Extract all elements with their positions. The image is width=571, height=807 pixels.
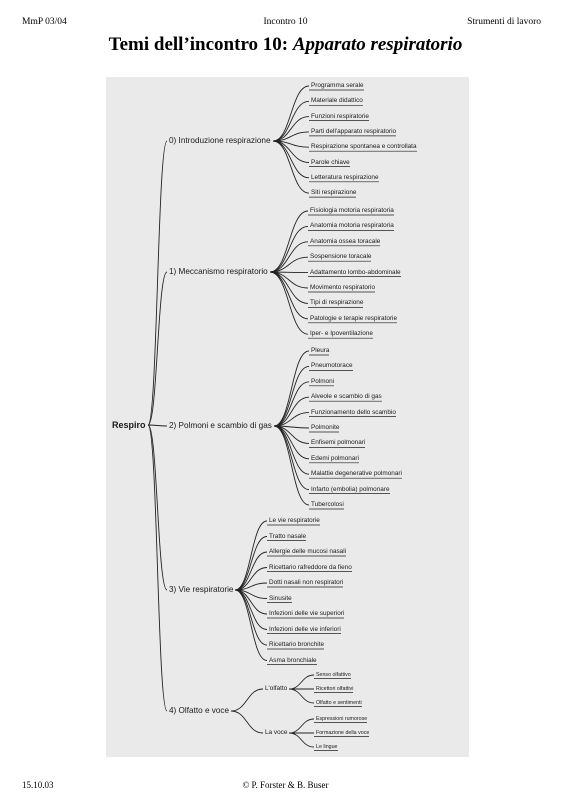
connector-sub-1-0 bbox=[288, 718, 315, 734]
connector-2-3 bbox=[273, 396, 310, 427]
topic-infezioni-delle-vie-inferiori: Infezioni delle vie inferiori bbox=[269, 625, 341, 633]
connector-root-branch-2 bbox=[147, 424, 168, 427]
topic-anatomia-ossea-toracale: Anatomia ossea toracale bbox=[310, 237, 381, 245]
topic-letteratura-respirazione: Letteratura respirazione bbox=[311, 173, 379, 181]
branch-0-introduzione-respirazione: 0) Introduzione respirazione bbox=[169, 136, 271, 145]
topic-programma-serale: Programma serale bbox=[311, 82, 364, 89]
topic-polmoni: Polmoni bbox=[311, 377, 335, 385]
connector-2-2 bbox=[273, 381, 310, 427]
topic-tipi-di-respirazione: Tipi di respirazione bbox=[310, 299, 364, 307]
topic-parole-chiave: Parole chiave bbox=[311, 158, 350, 166]
connector-sub-1-2 bbox=[288, 732, 315, 748]
branch-4-olfatto-e-voce: 4) Olfatto e voce bbox=[169, 706, 230, 715]
topic-pleura: Pleura bbox=[311, 347, 330, 354]
connector-1-0 bbox=[269, 210, 309, 273]
topic-tubercolosi: Tubercolosi bbox=[311, 501, 344, 508]
topic-anatomia-motoria-respiratoria: Anatomia motoria respiratoria bbox=[310, 222, 394, 230]
page-title: Temi dell’incontro 10: Apparato respirat… bbox=[0, 34, 571, 56]
topic-parti-dell-apparato-respiratorio: Parti dell'apparato respiratorio bbox=[311, 127, 397, 135]
footer-date: 15.10.03 bbox=[22, 780, 54, 790]
topic-pneumotorace: Pneumotorace bbox=[311, 362, 353, 370]
topic-edemi-polmonari: Edemi polmonari bbox=[311, 454, 359, 462]
connector-2-1 bbox=[273, 365, 310, 427]
connector-root-branch-1 bbox=[147, 271, 168, 426]
connector-3-2 bbox=[234, 551, 268, 591]
topic-olfatto-e-sentimenti: Olfatto e sentimenti bbox=[316, 699, 362, 706]
connector-3-9 bbox=[234, 589, 268, 661]
subtopic-la-voce: La voce bbox=[265, 729, 288, 736]
branch-2-polmoni-e-scambio-di-gas: 2) Polmoni e scambio di gas bbox=[169, 421, 272, 430]
connector-3-3 bbox=[234, 567, 268, 591]
subtopic-l-olfatto: L'olfatto bbox=[265, 685, 288, 692]
topic-patologie-e-terapie-respiratorie: Patologie e terapie respiratorie bbox=[310, 314, 398, 322]
connector-sub-0-2 bbox=[288, 688, 315, 704]
topic-polmonite: Polmonite bbox=[311, 424, 340, 431]
header-course-code: MmP 03/04 bbox=[22, 17, 67, 27]
topic-espressioni-rumorose: Espressioni rumorose bbox=[316, 715, 368, 722]
connector-2-10 bbox=[273, 425, 310, 506]
header-section: Strumenti di lavoro bbox=[467, 17, 541, 27]
topic-infezioni-delle-vie-superiori: Infezioni delle vie superiori bbox=[269, 610, 345, 617]
topic-infarto-embolia-polmonare: Infarto (embolia) polmonare bbox=[311, 485, 390, 493]
topic-materiale-didattico: Materiale didattico bbox=[311, 97, 363, 105]
topic-ricettori-olfattivi: Ricettori olfattivi bbox=[316, 685, 354, 692]
topic-movimento-respiratorio: Movimento respiratorio bbox=[310, 284, 375, 291]
mind-map: Respiro 0) Introduzione respirazione Progr… bbox=[106, 77, 469, 757]
mind-map-root: Respiro bbox=[112, 419, 146, 430]
connector-root-branch-4 bbox=[147, 424, 168, 712]
topic-allergie-delle-mucosi-nasali: Allergie delle mucosi nasali bbox=[269, 548, 347, 555]
topic-enfisemi-polmonari: Enfisemi polmonari bbox=[311, 439, 366, 447]
header-session: Incontro 10 bbox=[263, 17, 308, 27]
connector-sub-1 bbox=[230, 710, 264, 734]
connector-0-7 bbox=[272, 140, 310, 194]
topic-funzionamento-dello-scambio: Funzionamento dello scambio bbox=[311, 408, 396, 416]
page-title-emphasis: Apparato respiratorio bbox=[292, 34, 463, 55]
topic-asma-bronchiale: Asma bronchiale bbox=[269, 656, 317, 664]
topic-tratto-nasale: Tratto nasale bbox=[269, 532, 307, 540]
connector-1-2 bbox=[269, 241, 309, 273]
connector-3-1 bbox=[234, 536, 268, 591]
topic-alveole-e-scambio-di-gas: Alveole e scambio di gas bbox=[311, 393, 382, 401]
topic-adattamento-lombo-abdominale: Adattamento lombo-abdominale bbox=[310, 268, 401, 276]
topic-formazione-della-voce: Formazione della voce bbox=[316, 729, 370, 736]
mind-map-connectors bbox=[147, 85, 417, 751]
connector-0-1 bbox=[272, 100, 310, 142]
topic-sinusite: Sinusite bbox=[269, 594, 292, 602]
page-title-prefix: Temi dell’incontro 10: bbox=[108, 34, 293, 55]
topic-senso-olfattivo: Senso olfattivo bbox=[316, 671, 351, 678]
branch-3-vie-respiratorie: 3) Vie respiratorie bbox=[169, 585, 234, 594]
footer-copyright: © P. Forster & B. Buser bbox=[242, 780, 329, 790]
topic-sospensione-toracale: Sospensione toracale bbox=[310, 253, 372, 261]
connector-3-0 bbox=[234, 520, 268, 591]
topic-siti-respirazione: Siti respirazione bbox=[311, 189, 357, 197]
connector-sub-0 bbox=[230, 688, 264, 712]
topic-le-lingue: Le lingue bbox=[316, 743, 338, 750]
topic-fisiologia-motoria-respiratoria: Fisiologia motoria respiratoria bbox=[310, 207, 394, 214]
connector-sub-0-0 bbox=[288, 674, 315, 690]
topic-iper-e-ipoventilazione: Iper- e Ipoventilazione bbox=[310, 330, 373, 338]
connector-0-2 bbox=[272, 116, 310, 142]
topic-ricettario-bronchite: Ricettario bronchite bbox=[269, 641, 325, 648]
topic-malattie-degenerative-polmonari: Malattie degenerative polmonari bbox=[311, 470, 402, 478]
topic-respirazione-spontanea-e-controllata: Respirazione spontanea e controllata bbox=[311, 143, 417, 151]
topic-ricettario-rafreddore-da-fieno: Ricettario rafreddore da fieno bbox=[269, 563, 352, 571]
topic-dotti-nasali-non-respiratori: Dotti nasali non respiratori bbox=[269, 579, 344, 586]
topic-funzioni-respiratorie: Funzioni respiratorie bbox=[311, 112, 369, 120]
connector-root-branch-3 bbox=[147, 424, 168, 591]
topic-le-vie-respiratorie: Le vie respiratorie bbox=[269, 517, 320, 524]
connector-1-7 bbox=[269, 271, 309, 320]
branch-1-meccanismo-respiratorio: 1) Meccanismo respiratorio bbox=[169, 267, 268, 276]
connector-2-0 bbox=[273, 350, 310, 427]
connector-root-branch-0 bbox=[147, 140, 168, 426]
connector-1-8 bbox=[269, 271, 309, 335]
